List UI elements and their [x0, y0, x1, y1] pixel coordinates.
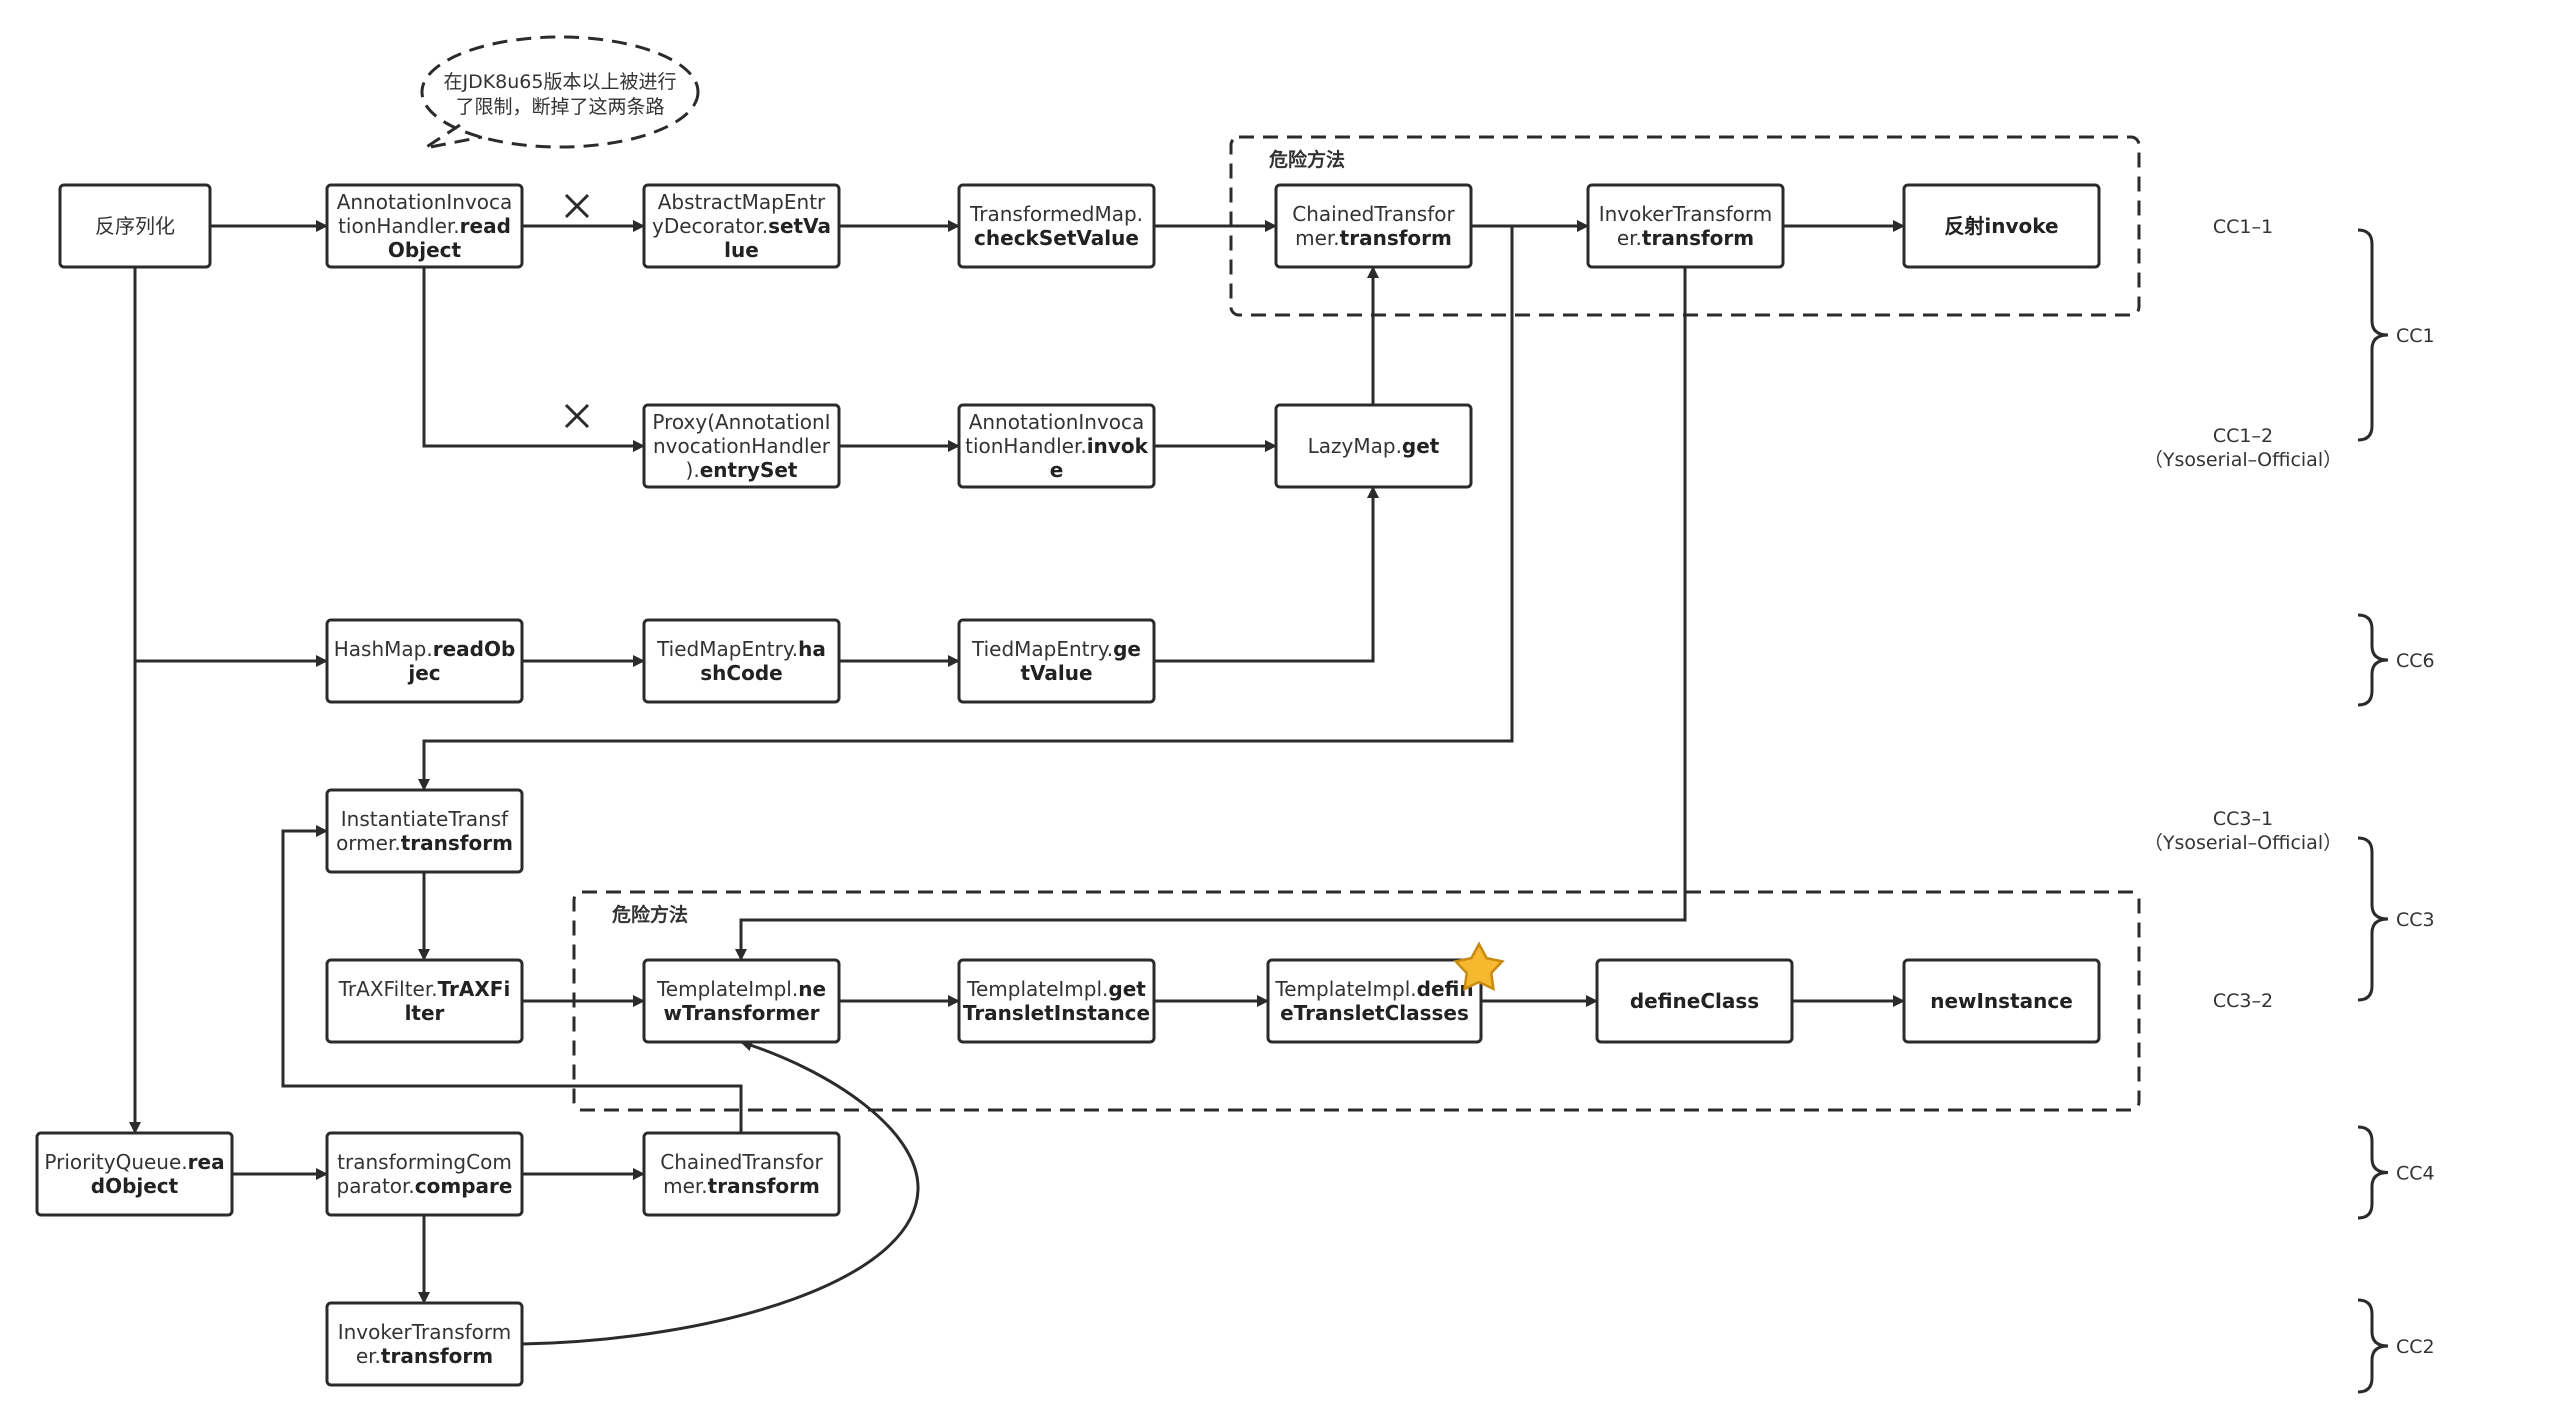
edge-arrow	[133, 267, 328, 667]
n-reflect-invoke: 反射invoke	[1902, 183, 2101, 269]
bracket-cc1: CC1	[2357, 228, 2435, 442]
bracket-label: CC2	[2396, 1336, 2435, 1358]
edge-arrow	[735, 267, 1687, 961]
label-cc3-1: CC3–1（Ysoserial–Official）	[2144, 808, 2342, 854]
n-lazymap-get: LazyMap.get	[1274, 403, 1473, 489]
bracket-label: CC4	[2396, 1163, 2435, 1185]
group-label: 危险方法	[612, 903, 688, 926]
callout-text: 在JDK8u65版本以上被进行了限制，断掉了这两条路	[443, 71, 676, 118]
node-label: LazyMap.get	[1308, 434, 1440, 458]
node-label: newInstance	[1930, 989, 2073, 1013]
group-label: 危险方法	[1269, 148, 1345, 171]
bracket-cc4: CC4	[2357, 1125, 2435, 1220]
star-icon	[1453, 941, 1505, 992]
restriction-callout: 在JDK8u65版本以上被进行了限制，断掉了这两条路	[420, 35, 700, 150]
bracket-cc2: CC2	[2357, 1298, 2435, 1394]
edge-arrow	[422, 267, 645, 452]
label-cc1-1: CC1–1	[2213, 216, 2273, 238]
n-newinstance: newInstance	[1902, 958, 2101, 1044]
node-label: TransformedMap.checkSetValue	[969, 202, 1143, 250]
node-label: 反序列化	[95, 214, 175, 238]
edge-arrow	[1154, 486, 1379, 663]
bracket-label: CC3	[2396, 909, 2435, 931]
edge-arrow	[521, 1039, 920, 1346]
edge-arrow	[418, 226, 1514, 791]
label-cc3-2: CC3–2	[2213, 990, 2273, 1012]
n-deser: 反序列化	[58, 183, 212, 269]
cross-mark-icon	[564, 403, 590, 429]
node-label: defineClass	[1630, 989, 1759, 1013]
bracket-cc3: CC3	[2357, 836, 2435, 1002]
bracket-cc6: CC6	[2357, 613, 2435, 707]
n-defineclass: defineClass	[1595, 958, 1794, 1044]
node-label: 反射invoke	[1944, 214, 2058, 238]
edge-arrow	[281, 825, 743, 1133]
cross-mark-icon	[564, 193, 590, 219]
bracket-label: CC1	[2396, 325, 2435, 347]
n-tm-checksetvalue: TransformedMap.checkSetValue	[957, 183, 1156, 269]
label-cc1-2: CC1–2（Ysoserial–Official）	[2144, 425, 2342, 471]
bracket-label: CC6	[2396, 650, 2435, 672]
